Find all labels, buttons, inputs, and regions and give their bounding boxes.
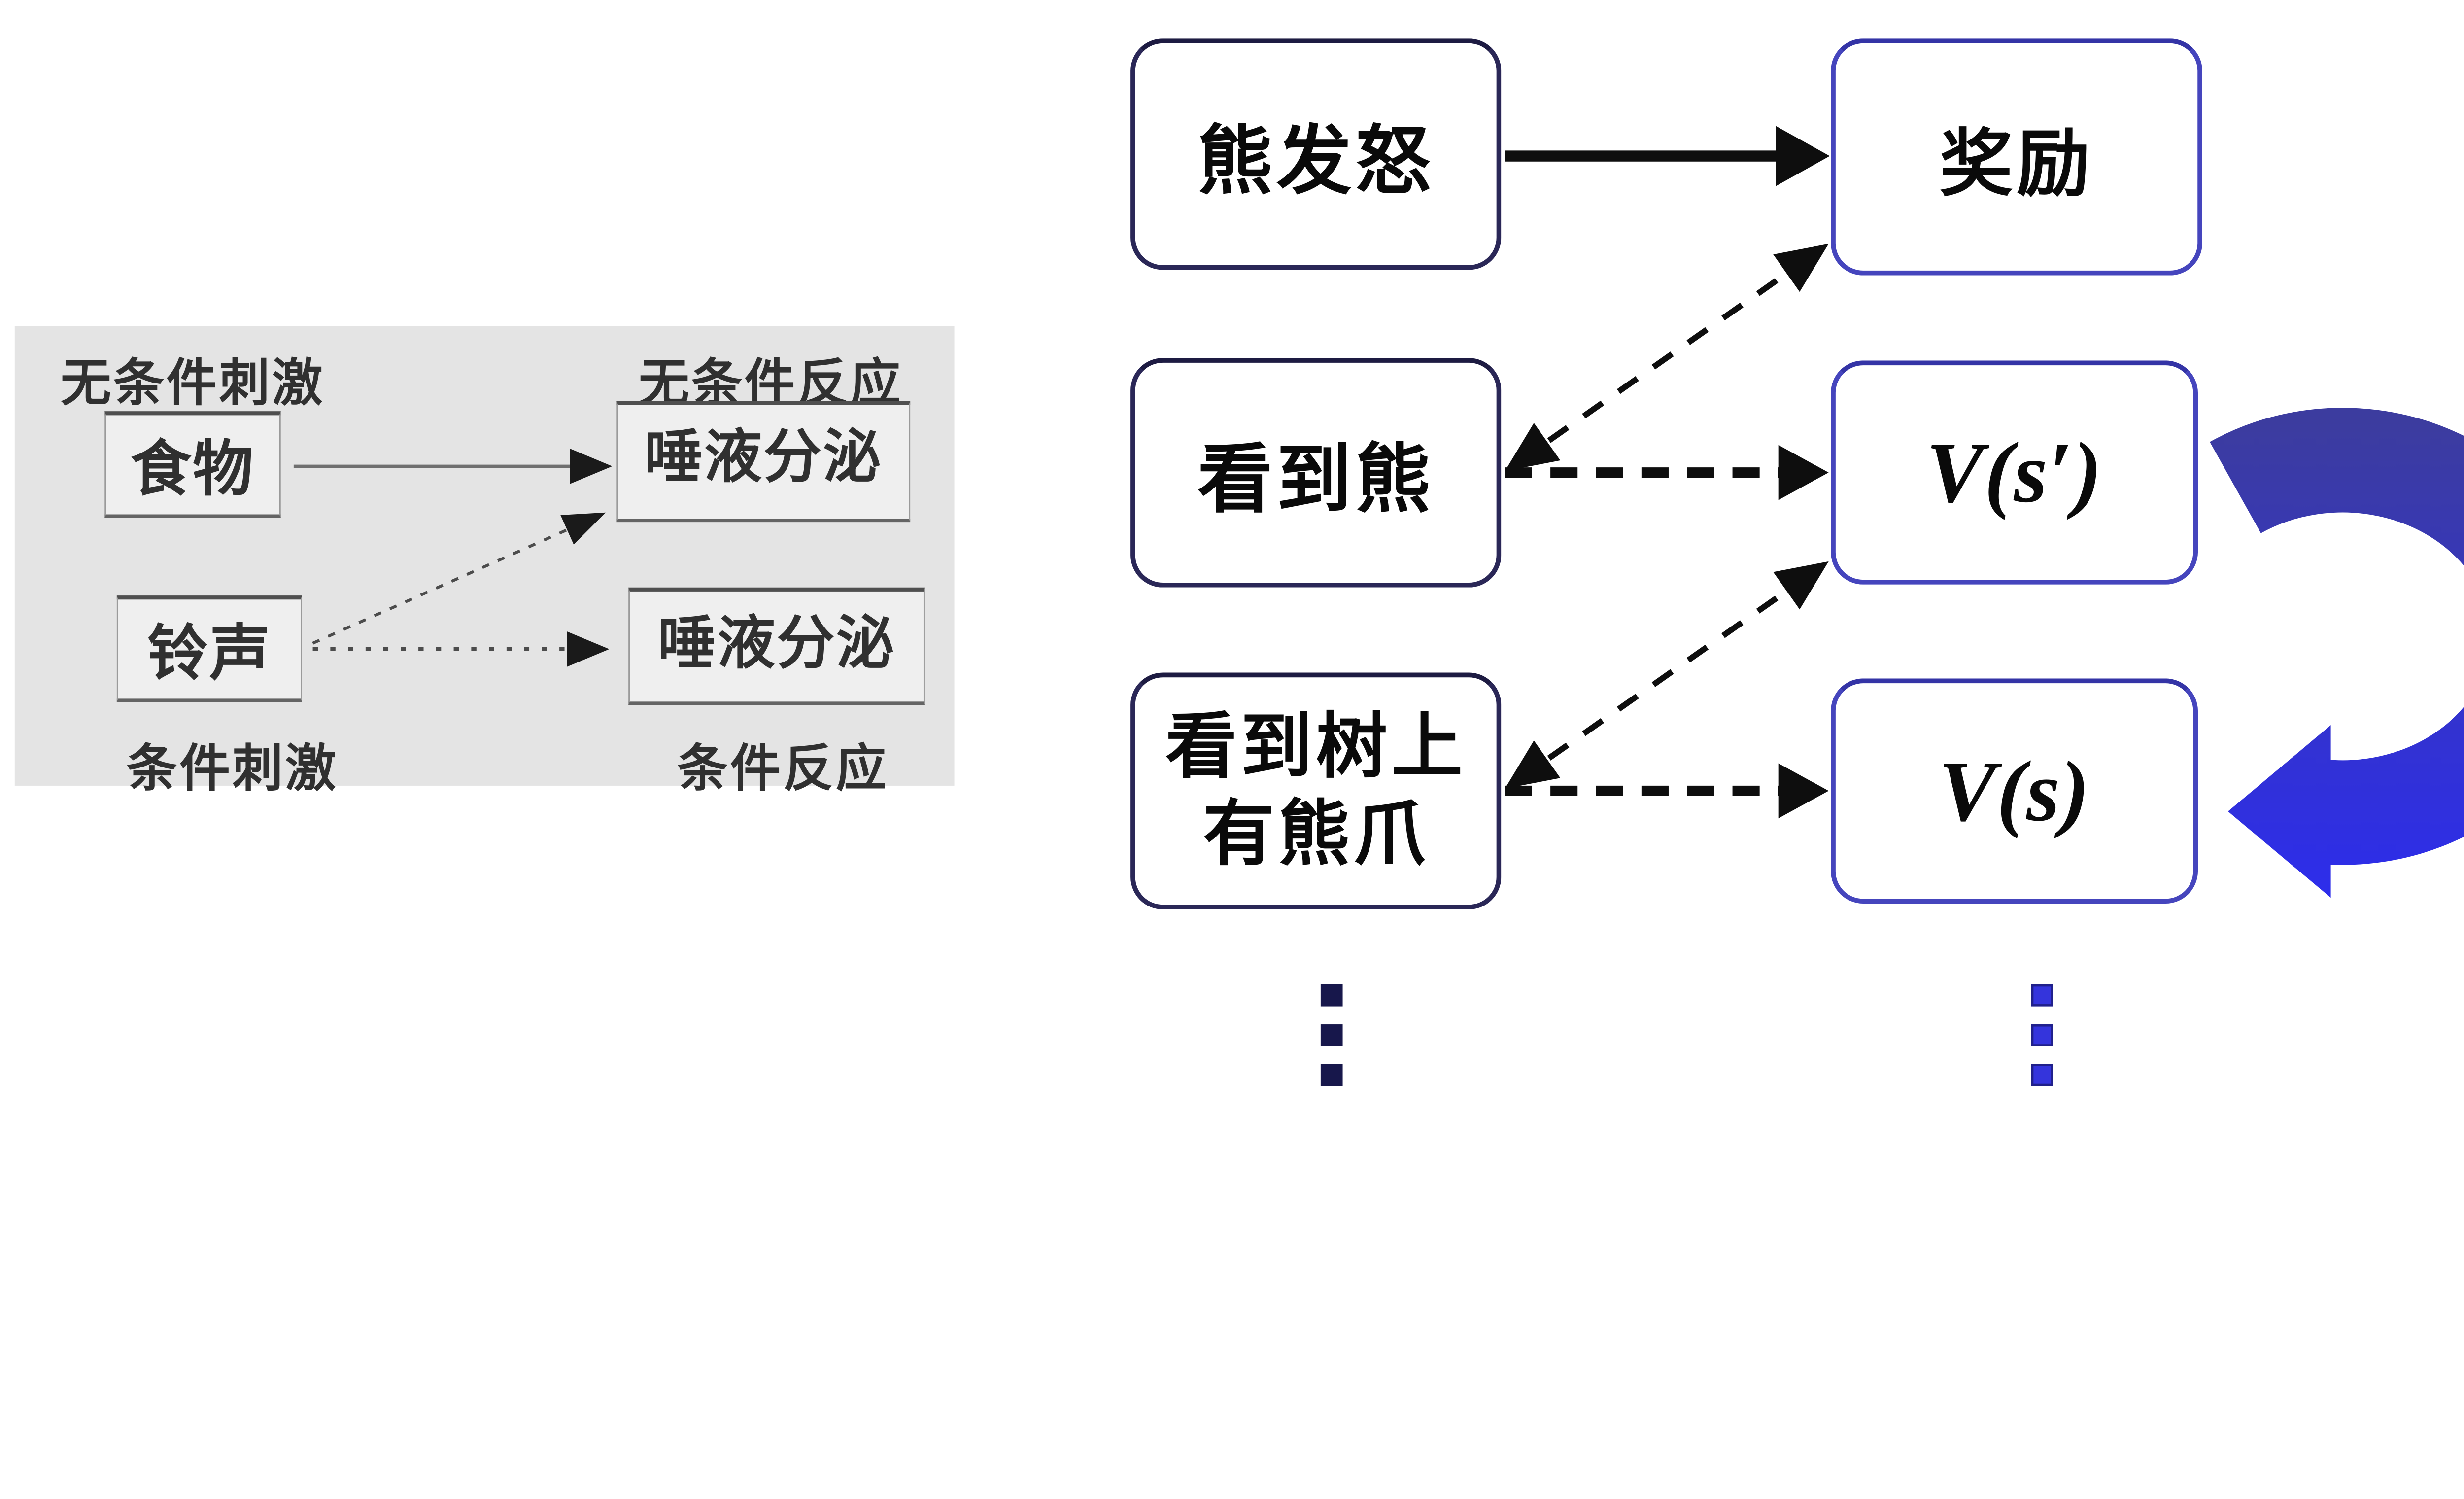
box-value-next-state-label: V(s′) [1926, 424, 2103, 521]
box-food-label: 食物 [131, 435, 255, 503]
box-bear-anger-label: 熊发怒 [1197, 120, 1435, 204]
diagram-canvas: 无条件刺激 无条件反应 条件刺激 条件反应 食物 唾液分泌 铃声 唾液分泌 [14, 38, 2464, 1086]
box-value-state: V(s) [1831, 678, 2198, 904]
dotted-arrow-bell-to-salivation-bottom [312, 631, 610, 667]
box-salivation-top-label: 唾液分泌 [644, 424, 883, 489]
box-salivation-bottom-label: 唾液分泌 [657, 611, 896, 676]
loop-arrow-vs-prime-to-vs [2210, 408, 2464, 898]
box-salivation-bottom: 唾液分泌 [628, 587, 925, 705]
dashed-arrow-claws-to-vs-prime [1505, 561, 1829, 789]
box-bell-label: 铃声 [147, 619, 272, 687]
box-food: 食物 [104, 411, 281, 518]
box-see-bear-claws-label: 看到树上 有熊爪 [1165, 707, 1467, 874]
ellipsis-right-dot [2031, 1064, 2053, 1086]
dashed-arrow-see-bear-to-vs-prime [1505, 445, 1829, 500]
label-unconditioned-stimulus: 无条件刺激 [60, 354, 325, 412]
box-bell: 铃声 [116, 595, 302, 702]
ellipsis-left-dot [1320, 1064, 1343, 1086]
arrow-food-to-salivation [293, 449, 613, 484]
ellipsis-left-dot [1320, 984, 1343, 1007]
pavlov-panel: 无条件刺激 无条件反应 条件刺激 条件反应 食物 唾液分泌 铃声 唾液分泌 [14, 326, 955, 797]
arrows-layer [293, 126, 2464, 898]
box-salivation-top: 唾液分泌 [616, 401, 911, 523]
box-reward-label: 奖励 [1939, 124, 2094, 205]
dashed-arrow-bell-to-salivation-top [312, 512, 606, 645]
ellipsis-right-dot [2031, 984, 2053, 1007]
box-bear-anger: 熊发怒 [1130, 38, 1502, 270]
box-see-bear: 看到熊 [1130, 358, 1502, 588]
arrow-bear-anger-to-reward [1505, 126, 1830, 186]
ellipsis-right-dot [2031, 1024, 2053, 1046]
box-see-bear-label: 看到熊 [1197, 438, 1435, 522]
ellipsis-left-dot [1320, 1024, 1343, 1046]
box-reward: 奖励 [1831, 38, 2202, 276]
dashed-arrow-claws-to-vs [1505, 763, 1829, 819]
box-value-state-label: V(s) [1938, 743, 2090, 839]
label-conditioned-response: 条件反应 [677, 740, 889, 797]
box-see-bear-claws: 看到树上 有熊爪 [1130, 672, 1502, 909]
dashed-arrow-see-bear-to-reward [1505, 244, 1829, 471]
box-value-next-state: V(s′) [1831, 360, 2198, 585]
label-conditioned-stimulus: 条件刺激 [126, 740, 338, 797]
